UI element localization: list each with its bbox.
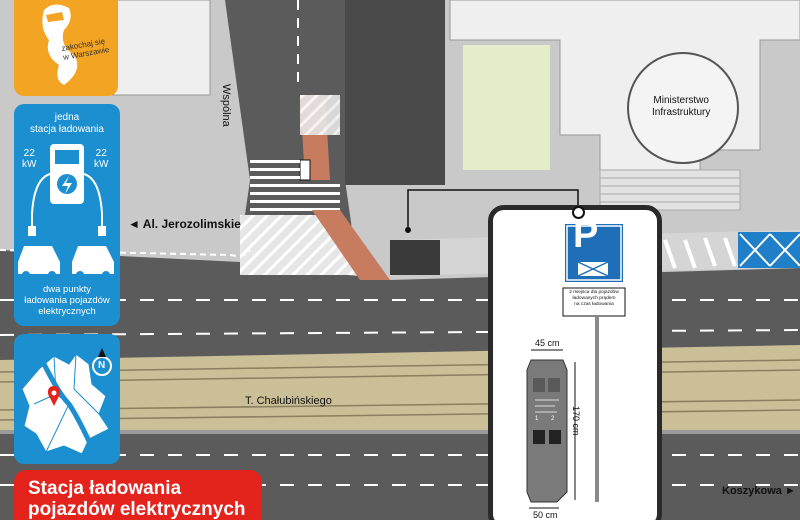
- charger-callout-card: P 2 miejsca dla pojazdów ładowanych prąd…: [488, 205, 662, 520]
- crosswalk-wspolna: [250, 160, 340, 211]
- info-bottom-line1: dwa punkty: [42, 284, 92, 295]
- street-label-chalubinskiego: T. Chałubińskiego: [245, 395, 332, 407]
- bike-crossing: [312, 210, 390, 280]
- pointer-dot: [405, 227, 411, 233]
- charging-info-panel: jedna stacja ładowania 22 kW 22 kW dwa p…: [14, 104, 120, 326]
- parking-stripes: [663, 237, 737, 269]
- koszykowa-text: Koszykowa: [722, 485, 782, 497]
- wspolna-street: [225, 0, 355, 250]
- building-label-line1: Ministerstwo: [653, 95, 709, 106]
- street-label-koszykowa: Koszykowa ►: [722, 485, 796, 497]
- plug-right-icon: [98, 226, 106, 236]
- arrow-right-icon: ►: [784, 485, 796, 497]
- dim-height-label: 170 cm: [571, 406, 581, 436]
- callout-illustration: [526, 224, 626, 509]
- rotunda: [627, 52, 739, 164]
- socket-1-icon: [533, 430, 545, 444]
- disabled-parking-x: [739, 233, 800, 267]
- lane-markings: [0, 299, 800, 486]
- locator-map-panel: N: [14, 334, 120, 464]
- arrow-left-icon: ◄: [128, 217, 140, 231]
- steps-lines: [600, 177, 740, 203]
- north-label: N: [98, 360, 106, 371]
- title-line2: pojazdów elektrycznych: [28, 499, 246, 520]
- info-bottom-line2: ładowania pojazdów: [24, 295, 110, 306]
- sign-pole: [595, 316, 599, 502]
- location-pin-icon: [47, 386, 61, 406]
- charging-station-icon: [526, 359, 568, 503]
- callout-pin: [572, 206, 585, 219]
- dim-depth-label: 50 cm: [533, 510, 558, 520]
- jerozolimskie-text: Al. Jerozolimskie: [142, 217, 241, 231]
- bollard: [299, 159, 311, 181]
- plug-left-icon: [28, 226, 36, 236]
- tram-track: [0, 345, 800, 430]
- mermaid-logo-icon: [42, 4, 78, 86]
- logo-panel: zakochaj się w Warszawie: [14, 0, 118, 96]
- info-top-line2: stacja ładowania: [30, 124, 104, 135]
- hatched-area-north: [300, 95, 340, 135]
- socket-1-label: 1: [535, 416, 539, 422]
- ev-parking-bays: [390, 240, 440, 275]
- charger-diagram: [18, 144, 114, 279]
- envelope-icon: [577, 261, 609, 277]
- disabled-parking: [738, 232, 800, 268]
- socket-2-icon: [549, 430, 561, 444]
- dim-width-label: 45 cm: [535, 338, 560, 348]
- callout-pointer: [407, 189, 579, 230]
- building-top-left: [99, 0, 211, 96]
- car-right-icon: [72, 246, 114, 279]
- ministry-steps: [599, 169, 741, 211]
- title-line1: Stacja ładowania: [28, 478, 182, 499]
- dark-building: [345, 0, 445, 185]
- street-label-wspolna: Wspólna: [220, 84, 232, 127]
- lightning-icon: [62, 176, 72, 194]
- tram-rails: [0, 359, 800, 421]
- power-left-value: 22: [23, 148, 35, 159]
- building-label-line2: Infrastruktury: [652, 107, 711, 118]
- power-right-value: 22: [95, 148, 107, 159]
- curb-markings: [0, 249, 251, 257]
- info-bottom-line3: elektrycznych: [38, 306, 96, 317]
- north-arrow-icon: [98, 348, 106, 357]
- plate-text: 2 miejsca dla pojazdów ładowanych prądem…: [563, 290, 625, 308]
- power-right-unit: kW: [94, 159, 109, 170]
- plate-text-line3: na czas ładowania: [574, 302, 614, 307]
- median-edge: [0, 430, 800, 434]
- socket-2-label: 2: [551, 416, 555, 422]
- green-area: [463, 45, 550, 170]
- parking-p-glyph: P: [573, 214, 599, 256]
- car-left-icon: [18, 246, 60, 279]
- title-banner: Stacja ładowania pojazdów elektrycznych: [14, 470, 262, 520]
- building-label: Ministerstwo Infrastruktury: [652, 95, 710, 119]
- warsaw-outline-map: [21, 348, 112, 455]
- power-left-unit: kW: [22, 159, 37, 170]
- street-label-jerozolimskie: ◄ Al. Jerozolimskie: [128, 217, 241, 231]
- plate-sign: [562, 287, 626, 317]
- plate-text-line2: ładowanych prądem: [572, 296, 616, 301]
- plate-text-line1: 2 miejsca dla pojazdów: [569, 290, 619, 295]
- info-top-line1: jedna: [54, 112, 80, 123]
